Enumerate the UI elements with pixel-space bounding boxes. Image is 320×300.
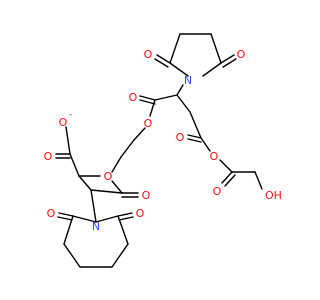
bond [95,215,119,223]
atom-o: O [176,131,185,144]
bond [200,137,211,152]
bond [254,171,263,190]
bond [224,174,236,187]
bond [139,99,156,105]
bond [111,180,123,194]
bond [154,58,169,68]
atom-o: O [237,48,246,61]
bond [176,94,191,113]
atom-o: O [47,207,56,220]
bond [169,62,189,77]
bond [90,189,97,223]
charge-minus: - [69,110,72,120]
bond [90,189,123,194]
bond [219,159,233,173]
bond [210,33,222,64]
bond [111,243,129,268]
bond [187,138,202,143]
bond [202,62,222,77]
bond [189,111,202,139]
bond [221,171,233,184]
atom-o: O [104,170,113,183]
atom-o: O [142,189,151,202]
chemical-structure: O O N O O O O O OH O O - O O N O O [44,33,282,268]
bond [111,156,122,173]
atom-n: N [184,74,192,87]
bond [117,212,133,217]
bond [120,139,135,158]
atom-o: O [144,48,153,61]
bond [139,95,156,101]
bond [117,215,129,245]
bond [63,243,81,268]
bond [220,54,235,64]
bond [176,84,184,96]
bond [78,175,92,191]
atom-o: O [136,207,145,220]
bond [118,216,134,221]
bond [133,127,146,141]
atom-label-layer: O O N O O O O O OH O O - O O N O O [44,48,282,233]
bond-layer [55,33,263,268]
atom-oh: OH [265,189,282,202]
bond [69,153,80,177]
atom-o-minus: O [59,116,68,129]
bond [169,33,181,64]
atom-n: N [92,220,100,233]
bond [65,126,71,155]
bond [187,134,202,139]
bond [149,99,156,117]
bond [58,212,74,217]
bond [72,215,97,223]
atom-o: O [144,117,153,130]
atom-o: O [213,185,222,198]
bond [222,58,237,68]
bond [154,94,178,101]
bond [156,54,171,64]
atom-o: O [44,150,53,163]
structure-canvas: O O N O O O O O OH O O - O O N O O [44,33,282,268]
bond [57,216,73,221]
bond [63,215,74,245]
atom-o: O [210,150,219,163]
atom-o: O [129,91,138,104]
